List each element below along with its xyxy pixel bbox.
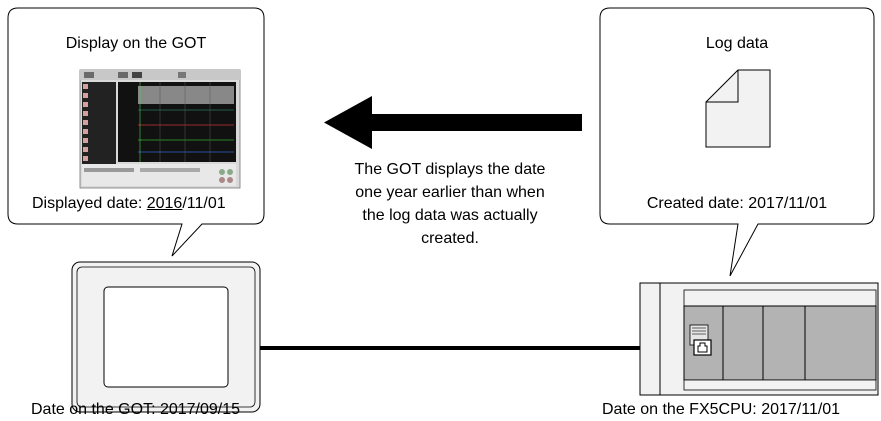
message-line: The GOT displays the date <box>354 161 546 178</box>
displayed-date-year: 2016 <box>146 195 183 212</box>
got-date-caption: Date on the GOT: 2017/09/15 <box>31 401 241 418</box>
message-line: one year earlier than when <box>355 184 545 201</box>
displayed-date-rest: /11/01 <box>182 195 226 212</box>
got-screen-thumbnail <box>79 69 241 189</box>
left-callout-title: Display on the GOT <box>65 35 207 52</box>
explanation-message: The GOT displays the date one year earli… <box>300 158 600 250</box>
plc-device <box>639 282 879 396</box>
right-callout-title: Log data <box>705 35 769 52</box>
data-flow-arrow <box>324 96 582 149</box>
displayed-date-label: Displayed date: <box>32 195 147 212</box>
plc-date-caption: Date on the FX5CPU: 2017/11/01 <box>602 401 841 418</box>
displayed-date: Displayed date: 2016/11/01 <box>32 194 226 214</box>
message-line: created. <box>421 230 479 247</box>
message-line: the log data was actually <box>362 207 538 224</box>
document-icon-fold <box>706 70 739 103</box>
ethernet-port-icon <box>693 339 712 356</box>
got-device <box>71 261 261 413</box>
created-date: Created date: 2017/11/01 <box>646 195 828 212</box>
document-icon <box>705 69 771 148</box>
